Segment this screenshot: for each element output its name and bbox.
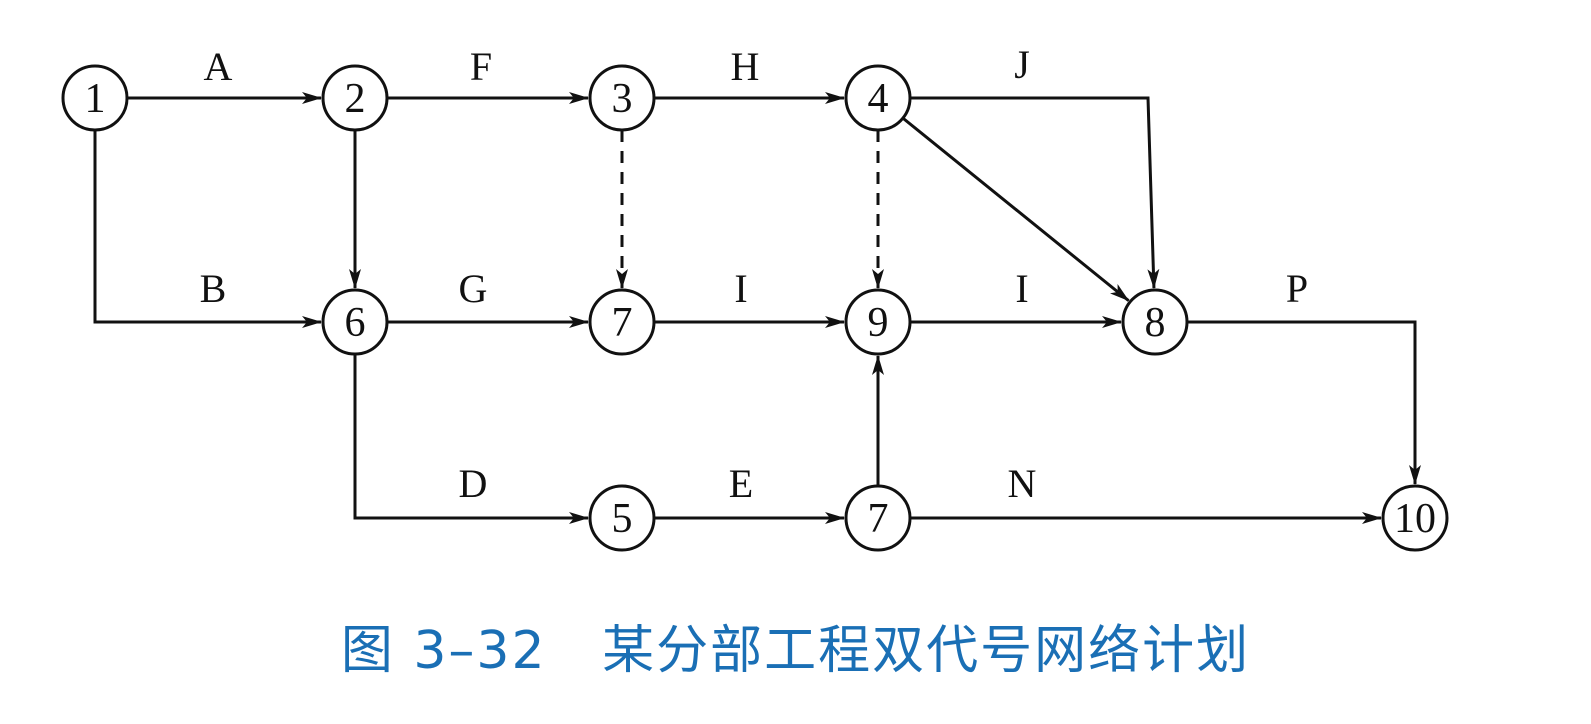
edge-4-8d-arrow <box>901 116 1130 302</box>
activity-label-f: F <box>470 44 492 89</box>
activity-label-h: H <box>731 44 760 89</box>
activity-label-d: D <box>459 461 488 506</box>
node-circle <box>844 64 912 132</box>
node-4: 4 <box>844 64 912 132</box>
node-circle <box>588 484 656 552</box>
edge-1-6-arrow <box>93 130 322 328</box>
figure-caption: 图 3–32 某分部工程双代号网络计划 <box>340 621 1251 681</box>
node-label: 10 <box>1394 496 1436 542</box>
node-9: 9 <box>844 288 912 356</box>
node-3: 3 <box>588 64 656 132</box>
node-7a: 7 <box>588 288 656 356</box>
edge-6-5-arrow <box>353 354 589 524</box>
node-circle <box>588 64 656 132</box>
node-label: 3 <box>612 76 633 122</box>
node-label: 1 <box>85 76 106 122</box>
node-circle <box>1121 288 1189 356</box>
node-label: 5 <box>612 496 633 542</box>
node-circle <box>61 64 129 132</box>
activity-label-e: E <box>729 461 753 506</box>
node-label: 6 <box>345 300 366 346</box>
edge-8-10-arrow <box>1187 320 1421 485</box>
node-label: 9 <box>868 300 889 346</box>
activity-label-p: P <box>1286 266 1308 311</box>
node-label: 8 <box>1145 300 1166 346</box>
node-10: 10 <box>1381 484 1449 552</box>
node-circle <box>321 288 389 356</box>
node-7b: 7 <box>844 484 912 552</box>
node-label: 7 <box>612 300 633 346</box>
nodes: 1 2 3 4 6 7 9 8 5 7 10 <box>61 64 1449 552</box>
node-label: 4 <box>868 76 889 122</box>
node-1: 1 <box>61 64 129 132</box>
activity-label-i: I <box>1015 266 1028 311</box>
node-circle <box>844 288 912 356</box>
activity-label-n: N <box>1008 461 1037 506</box>
network-diagram: A F H J B G I I P D E N 1 2 3 4 6 7 9 8 5 7 10 <box>61 42 1449 552</box>
activity-label-a: A <box>204 44 233 89</box>
activity-label-i: I <box>734 266 747 311</box>
node-label: 7 <box>868 496 889 542</box>
node-circle <box>588 288 656 356</box>
edge-4-8j-arrow <box>910 96 1160 290</box>
activity-label-b: B <box>200 266 227 311</box>
node-circle <box>844 484 912 552</box>
node-5: 5 <box>588 484 656 552</box>
node-label: 2 <box>345 76 366 122</box>
node-circle <box>321 64 389 132</box>
node-2: 2 <box>321 64 389 132</box>
node-8: 8 <box>1121 288 1189 356</box>
edges: A F H J B G I I P D E N <box>93 42 1421 524</box>
activity-label-j: J <box>1014 42 1030 87</box>
activity-label-g: G <box>459 266 488 311</box>
node-6: 6 <box>321 288 389 356</box>
node-circle <box>1381 484 1449 552</box>
